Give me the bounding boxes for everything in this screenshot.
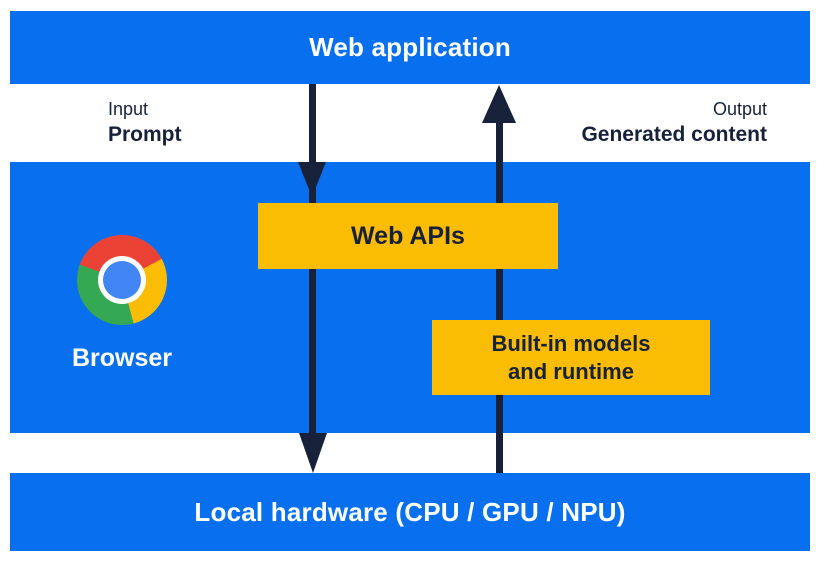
- web-application-label: Web application: [309, 32, 511, 62]
- output-label-group: Output Generated content: [581, 97, 767, 148]
- input-value: Prompt: [108, 123, 182, 146]
- input-arrow-line: [309, 84, 316, 456]
- input-arrowhead-browser-icon: [298, 162, 326, 197]
- chrome-logo-icon: [77, 235, 167, 325]
- local-hardware-bar: Local hardware (CPU / GPU / NPU): [10, 473, 810, 551]
- output-arrow-line: [496, 120, 503, 473]
- browser-label: Browser: [71, 344, 173, 372]
- chrome-logo-center: [103, 261, 141, 299]
- input-label-group: Input Prompt: [108, 97, 182, 148]
- web-apis-label: Web APIs: [351, 221, 465, 250]
- web-application-bar: Web application: [10, 11, 810, 84]
- output-value: Generated content: [581, 123, 767, 146]
- input-arrowhead-hardware-icon: [299, 433, 327, 473]
- output-title: Output: [712, 99, 767, 119]
- input-title: Input: [108, 99, 149, 119]
- builtin-models-box: Built-in models and runtime: [432, 320, 710, 395]
- local-hardware-label: Local hardware (CPU / GPU / NPU): [194, 496, 626, 527]
- builtin-models-label-line1: Built-in models: [491, 330, 651, 356]
- web-apis-box: Web APIs: [258, 203, 558, 269]
- output-arrowhead-icon: [482, 85, 516, 123]
- builtin-models-label-line2: and runtime: [508, 358, 634, 384]
